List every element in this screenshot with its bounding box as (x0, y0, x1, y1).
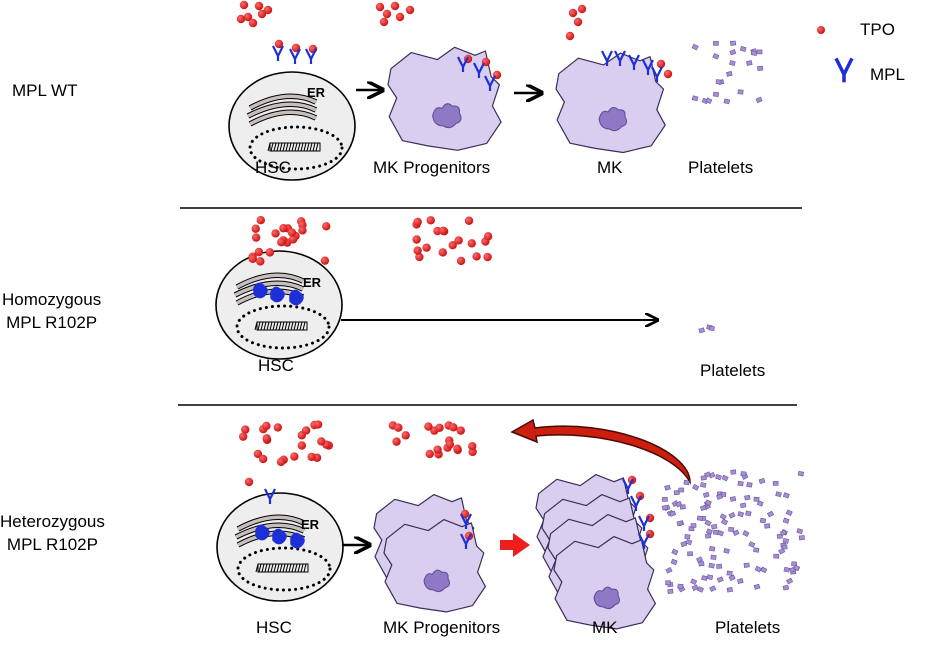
platelets-heterozygous (661, 469, 805, 595)
row-label-line: MPL R102P (6, 313, 98, 332)
mk-progenitor-cell-heterozygous (373, 494, 486, 613)
stage-label-mk-progenitors: MK Progenitors (373, 158, 491, 177)
row-label-line: Homozygous (2, 290, 102, 309)
legend-tpo-icon (817, 26, 825, 34)
stage-label-hsc: HSC (258, 356, 294, 375)
stage-label-mk: MK (597, 158, 623, 177)
legend-tpo-label: TPO (860, 20, 895, 39)
row-label-wt: MPL WT (12, 79, 77, 102)
row-label-line: MPL R102P (6, 535, 98, 554)
legend-mpl-icon (834, 57, 854, 83)
stage-label-hsc: HSC (255, 158, 291, 177)
red-arrow-progenitor-to-mk (500, 533, 530, 557)
mpl-receptors (253, 45, 663, 549)
stage-label-platelets: Platelets (700, 361, 766, 380)
hsc-cell-homozygous (215, 250, 343, 360)
stage-label-platelets: Platelets (715, 618, 781, 637)
platelets-homozygous (698, 324, 715, 334)
stage-label-platelets: Platelets (688, 158, 754, 177)
platelets-wt (691, 40, 764, 105)
row-label-heterozygous: Heterozygous MPL R102P (0, 510, 105, 556)
legend-mpl-label: MPL (870, 65, 905, 84)
er-label: ER (307, 85, 326, 100)
stage-label-hsc: HSC (256, 618, 292, 637)
row-label-line: MPL WT (12, 81, 78, 100)
curved-feedback-arrow (510, 418, 691, 485)
mk-cell-wt (555, 52, 666, 154)
er-label: ER (301, 517, 320, 532)
mk-cell-heterozygous (535, 474, 656, 630)
tpo-cluster (236, 0, 673, 541)
row-label-homozygous: Homozygous MPL R102P (2, 288, 101, 334)
hsc-cell-heterozygous (216, 492, 344, 602)
hsc-cell-wt (228, 71, 356, 181)
er-label: ER (303, 275, 322, 290)
mk-progenitor-cell-wt (387, 46, 502, 151)
row-label-line: Heterozygous (0, 512, 105, 531)
stage-label-mk: MK (592, 618, 618, 637)
stage-label-mk-progenitors: MK Progenitors (383, 618, 501, 637)
